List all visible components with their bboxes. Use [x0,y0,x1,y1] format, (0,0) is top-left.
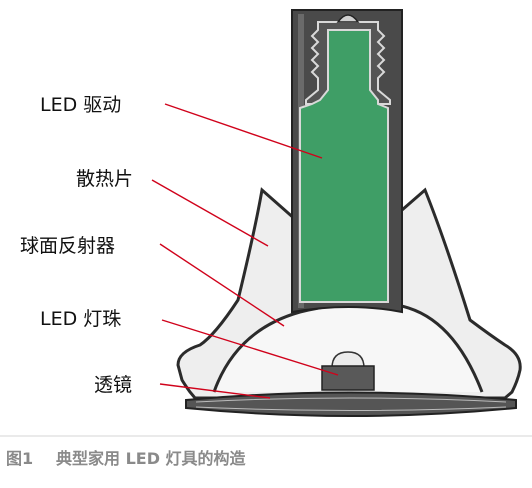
label-reflector: 球面反射器 [20,235,115,257]
lens-groove-2 [195,406,507,411]
socket-contact [336,14,360,23]
leader-heatsink [151,179,269,247]
figure-number: 图1 [6,449,33,468]
leader-lens [159,383,271,399]
led-bead-body [321,365,375,391]
lens [185,391,517,417]
led-driver-board [299,29,389,303]
leader-bead [161,319,339,376]
label-lens: 透镜 [94,374,132,396]
leader-driver [164,103,323,159]
label-heatsink: 散热片 [76,168,133,190]
lens-groove-1 [195,397,507,403]
led-bead-dome [331,351,365,369]
leader-reflector [159,243,285,327]
label-led-bead: LED 灯珠 [40,308,121,330]
figure-caption: 典型家用 LED 灯具的构造 [56,449,247,468]
label-led-driver: LED 驱动 [40,94,121,116]
